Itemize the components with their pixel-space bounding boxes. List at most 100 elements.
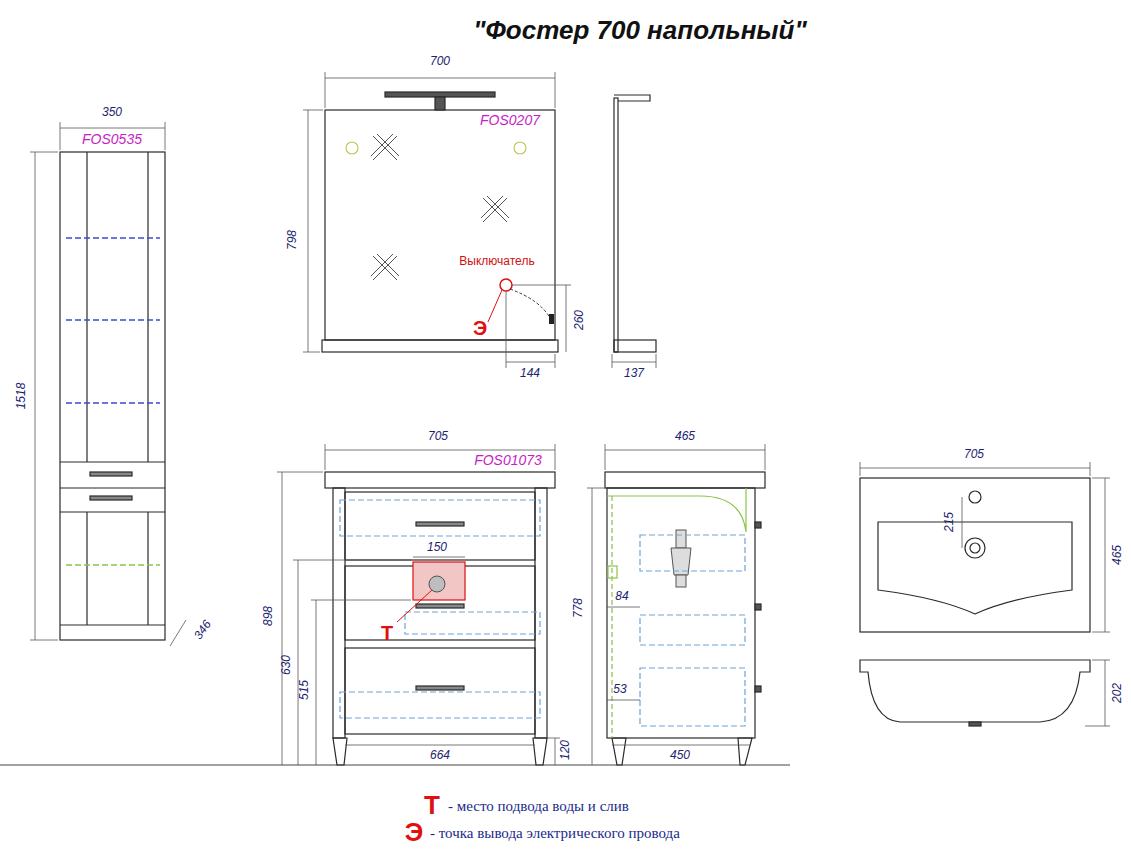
- dimension-line-part: [1085, 726, 1110, 727]
- siphon-part: [676, 575, 686, 587]
- lower-shelf: [66, 564, 160, 566]
- washbasin: [860, 478, 1090, 726]
- dimension-value: 84: [615, 590, 628, 603]
- dimension-line-part: [612, 745, 750, 746]
- siphon-part: [676, 530, 686, 548]
- dimension-value: 664: [430, 749, 450, 762]
- dimension-value: 215: [943, 512, 956, 532]
- switch-point-part: [510, 289, 550, 318]
- dimension-line-part: [170, 620, 186, 646]
- dimension-line-part: [316, 600, 317, 765]
- dimension-line-part: [555, 72, 556, 108]
- mirror-cabinet-part: [325, 110, 555, 340]
- dimension-value: 150: [427, 541, 447, 554]
- mirror-lamp-part: [514, 142, 526, 154]
- vanity-unit-part: [416, 522, 464, 526]
- basin-outline-part: [607, 488, 746, 532]
- dimension-line-part: [293, 560, 411, 561]
- dimension-line-part: [60, 122, 61, 150]
- vanity-side-view-part: [738, 738, 752, 765]
- dimension-line-part: [303, 352, 320, 353]
- dimension-value: 705: [428, 430, 448, 443]
- washbasin-part: [878, 522, 1072, 614]
- dimension-line-part: [860, 468, 1090, 469]
- mirror-cabinet-part: [322, 340, 558, 352]
- vanity-unit-part: [333, 488, 345, 738]
- mirror-sparkle-part: [373, 256, 397, 280]
- article-code: FOS01073: [474, 453, 542, 468]
- drawer-outline-part: [340, 692, 540, 718]
- dimension-value: 144: [520, 367, 540, 380]
- glass-shelf-part: [66, 402, 160, 404]
- tall-cabinet-part: [60, 152, 165, 640]
- dimension-value: 700: [430, 55, 450, 68]
- vanity-unit-part: [345, 492, 535, 560]
- dimension-line-part: [555, 444, 556, 470]
- mirror-sparkle-part: [481, 196, 503, 218]
- drawer-outline-part: [640, 668, 745, 726]
- dimension-line-part: [566, 285, 567, 352]
- vanity-unit-part: [533, 738, 547, 765]
- mirror-sparkle-part: [373, 256, 397, 280]
- dimension-line-part: [605, 450, 765, 451]
- dimension-line-part: [413, 557, 465, 558]
- vanity-unit-part: [535, 488, 547, 738]
- switch-label: Выключатель: [459, 255, 534, 268]
- dimension-value: 465: [675, 430, 695, 443]
- vanity-side-view-part: [612, 738, 626, 765]
- dimension-value: 260: [573, 310, 586, 330]
- dimension-line-part: [587, 488, 605, 489]
- water-connection-zone-part: [397, 590, 432, 622]
- mirror-sparkle-part: [373, 136, 397, 160]
- vanity-side-view-part: [755, 604, 761, 610]
- tall-cabinet-part: [60, 511, 165, 512]
- basin-outline-part: [611, 496, 612, 738]
- mirror-cabinet-part: [435, 97, 445, 110]
- mirror-sparkle-part: [483, 198, 507, 222]
- vanity-side-view-part: [755, 686, 761, 692]
- tall-cabinet-part: [60, 461, 165, 462]
- vanity-unit-part: [325, 472, 555, 488]
- mirror-side-view: [614, 95, 656, 352]
- mirror-lamp: [346, 142, 526, 154]
- switch-point-part: [549, 314, 554, 324]
- dimension-line-part: [311, 600, 411, 601]
- dimension-line-part: [506, 362, 555, 363]
- washbasin-part: [860, 478, 1090, 632]
- glass-shelf-part: [66, 237, 160, 239]
- dimension-line-part: [548, 738, 560, 739]
- dimension-line-part: [605, 444, 606, 470]
- tall-cabinet-part: [86, 512, 87, 625]
- dimension-line-part: [765, 444, 766, 470]
- dimension-value: 137: [624, 367, 644, 380]
- lower-shelf-part: [66, 564, 160, 566]
- dimension-line: [277, 444, 560, 765]
- tall-cabinet-part: [60, 624, 165, 625]
- switch-point: [488, 279, 554, 324]
- dimension-line: [587, 444, 765, 765]
- marker-letter: Т: [381, 622, 393, 644]
- dimension-line-part: [282, 472, 283, 765]
- tall-cabinet-part: [147, 152, 148, 462]
- dimension-line-part: [612, 354, 613, 368]
- note-text: - место подвода воды и слив: [448, 798, 629, 815]
- dimension-line-part: [607, 700, 640, 701]
- basin-outline: [607, 488, 746, 738]
- tall-cabinet-part: [90, 496, 132, 500]
- dimension-value: 778: [572, 598, 585, 618]
- dimension-value: 705: [964, 448, 984, 461]
- dimension-line-part: [512, 285, 571, 286]
- mirror-side-view-part: [614, 98, 618, 352]
- drawer-outline-part: [405, 612, 540, 634]
- mirror-side-view-part: [614, 340, 656, 352]
- dimension-line-part: [60, 128, 165, 129]
- tall-cabinet-part: [147, 512, 148, 625]
- dimension-value: 450: [670, 749, 690, 762]
- tall-cabinet-part: [60, 487, 165, 488]
- dimension-line: [860, 462, 1110, 726]
- marker-letter: Т: [424, 791, 440, 820]
- dimension-value: 53: [613, 683, 626, 696]
- vanity-unit-part: [345, 566, 535, 640]
- dimension-value: 898: [262, 606, 275, 626]
